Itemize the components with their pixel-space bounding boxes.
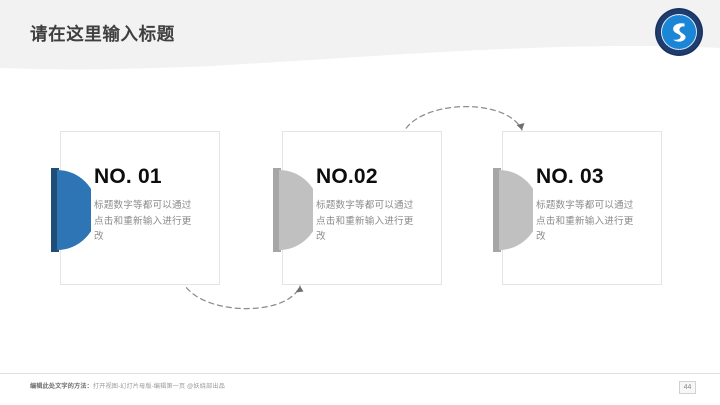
info-card-1[interactable]: NO. 01 标题数字等都可以通过点击和重新输入进行更改 (51, 131, 220, 285)
card-3-marker-icon (493, 168, 539, 252)
arrow-card1-to-card2 (178, 276, 310, 328)
header-band (0, 0, 720, 78)
footer-note-body: 打开视图-幻灯片母版-编辑第一页 @妖娆部出品 (92, 383, 225, 390)
footer-divider (0, 373, 720, 374)
university-seal-logo (654, 7, 704, 57)
footer-note: 编辑此处文字的方法：打开视图-幻灯片母版-编辑第一页 @妖娆部出品 (30, 381, 225, 390)
card-2-marker-icon (273, 168, 319, 252)
card-1-marker-icon (51, 168, 97, 252)
arrow-card2-to-card3 (398, 92, 530, 140)
card-2-body: 标题数字等都可以通过点击和重新输入进行更改 (316, 200, 414, 243)
footer-note-label: 编辑此处文字的方法： (30, 383, 93, 390)
card-3-body: 标题数字等都可以通过点击和重新输入进行更改 (536, 200, 634, 243)
card-2-title: NO.02 (316, 165, 378, 188)
card-1-title: NO. 01 (94, 165, 162, 188)
page-title: 请在这里输入标题 (30, 24, 175, 44)
info-card-3[interactable]: NO. 03 标题数字等都可以通过点击和重新输入进行更改 (493, 131, 662, 285)
info-card-2[interactable]: NO.02 标题数字等都可以通过点击和重新输入进行更改 (273, 131, 442, 285)
card-3-title: NO. 03 (536, 165, 604, 188)
card-1-body: 标题数字等都可以通过点击和重新输入进行更改 (94, 200, 192, 243)
card-1-content: NO. 01 标题数字等都可以通过点击和重新输入进行更改 (94, 165, 209, 245)
page-number-badge: 44 (679, 381, 696, 394)
card-3-content: NO. 03 标题数字等都可以通过点击和重新输入进行更改 (536, 165, 651, 245)
card-2-content: NO.02 标题数字等都可以通过点击和重新输入进行更改 (316, 165, 431, 245)
